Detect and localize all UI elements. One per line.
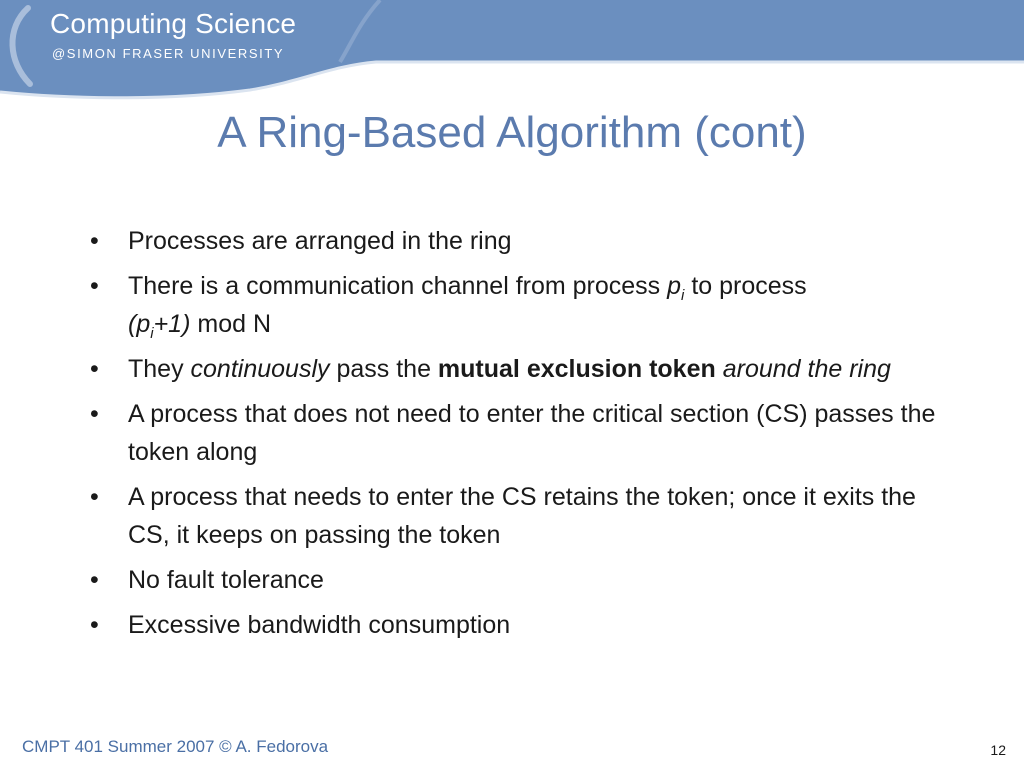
bullet-text: pass the — [329, 355, 438, 383]
bullet-item: • A process that needs to enter the CS r… — [86, 478, 946, 554]
bullet-text: mod N — [190, 310, 272, 338]
bullet-item: • Processes are arranged in the ring — [86, 222, 946, 260]
page-number: 12 — [990, 742, 1006, 758]
bullet-text: Excessive bandwidth consumption — [128, 611, 511, 639]
header-banner — [0, 0, 1024, 100]
brand-subtitle: @SIMON FRASER UNIVERSITY — [52, 46, 285, 61]
bullet-icon: • — [90, 400, 99, 428]
bullet-icon: • — [90, 355, 99, 383]
bullet-item: • They continuously pass the mutual excl… — [86, 350, 946, 388]
bullet-text-italic: p — [667, 272, 682, 300]
bullet-text: Processes are arranged in the ring — [128, 227, 512, 255]
bullet-item: • A process that does not need to enter … — [86, 395, 946, 471]
bullet-item: • Excessive bandwidth consumption — [86, 606, 946, 644]
bullet-text-italic: around the ring — [722, 355, 891, 383]
bullet-text: A process that needs to enter the CS ret… — [128, 483, 916, 549]
brand-title: Computing Science — [50, 8, 297, 39]
bullet-icon: • — [90, 483, 99, 511]
bullet-text-italic: +1) — [153, 310, 191, 338]
bullet-text: No fault tolerance — [128, 566, 324, 594]
footer-course: CMPT 401 Summer 2007 © A. Fedorova — [22, 737, 329, 756]
bullet-text-italic: (p — [128, 310, 151, 338]
subscript: i — [681, 287, 685, 304]
bullet-item: • There is a communication channel from … — [86, 267, 946, 343]
bullet-item: • No fault tolerance — [86, 561, 946, 599]
bullet-icon: • — [90, 227, 99, 255]
bullet-text: to process — [684, 272, 807, 300]
subscript: i — [150, 325, 154, 342]
bullet-text-bold: mutual exclusion token — [437, 355, 716, 383]
bullet-text: There is a communication channel from pr… — [128, 272, 668, 300]
bullet-icon: • — [90, 566, 99, 594]
slide-title: A Ring-Based Algorithm (cont) — [217, 108, 807, 157]
bullet-icon: • — [90, 611, 99, 639]
bullet-icon: • — [90, 272, 99, 300]
bullet-text: A process that does not need to enter th… — [128, 400, 936, 466]
bullet-text: They — [128, 355, 191, 383]
bullet-text-italic: continuously — [190, 355, 330, 383]
bullet-list: • Processes are arranged in the ring • T… — [86, 222, 946, 651]
bullet-text — [716, 355, 723, 383]
